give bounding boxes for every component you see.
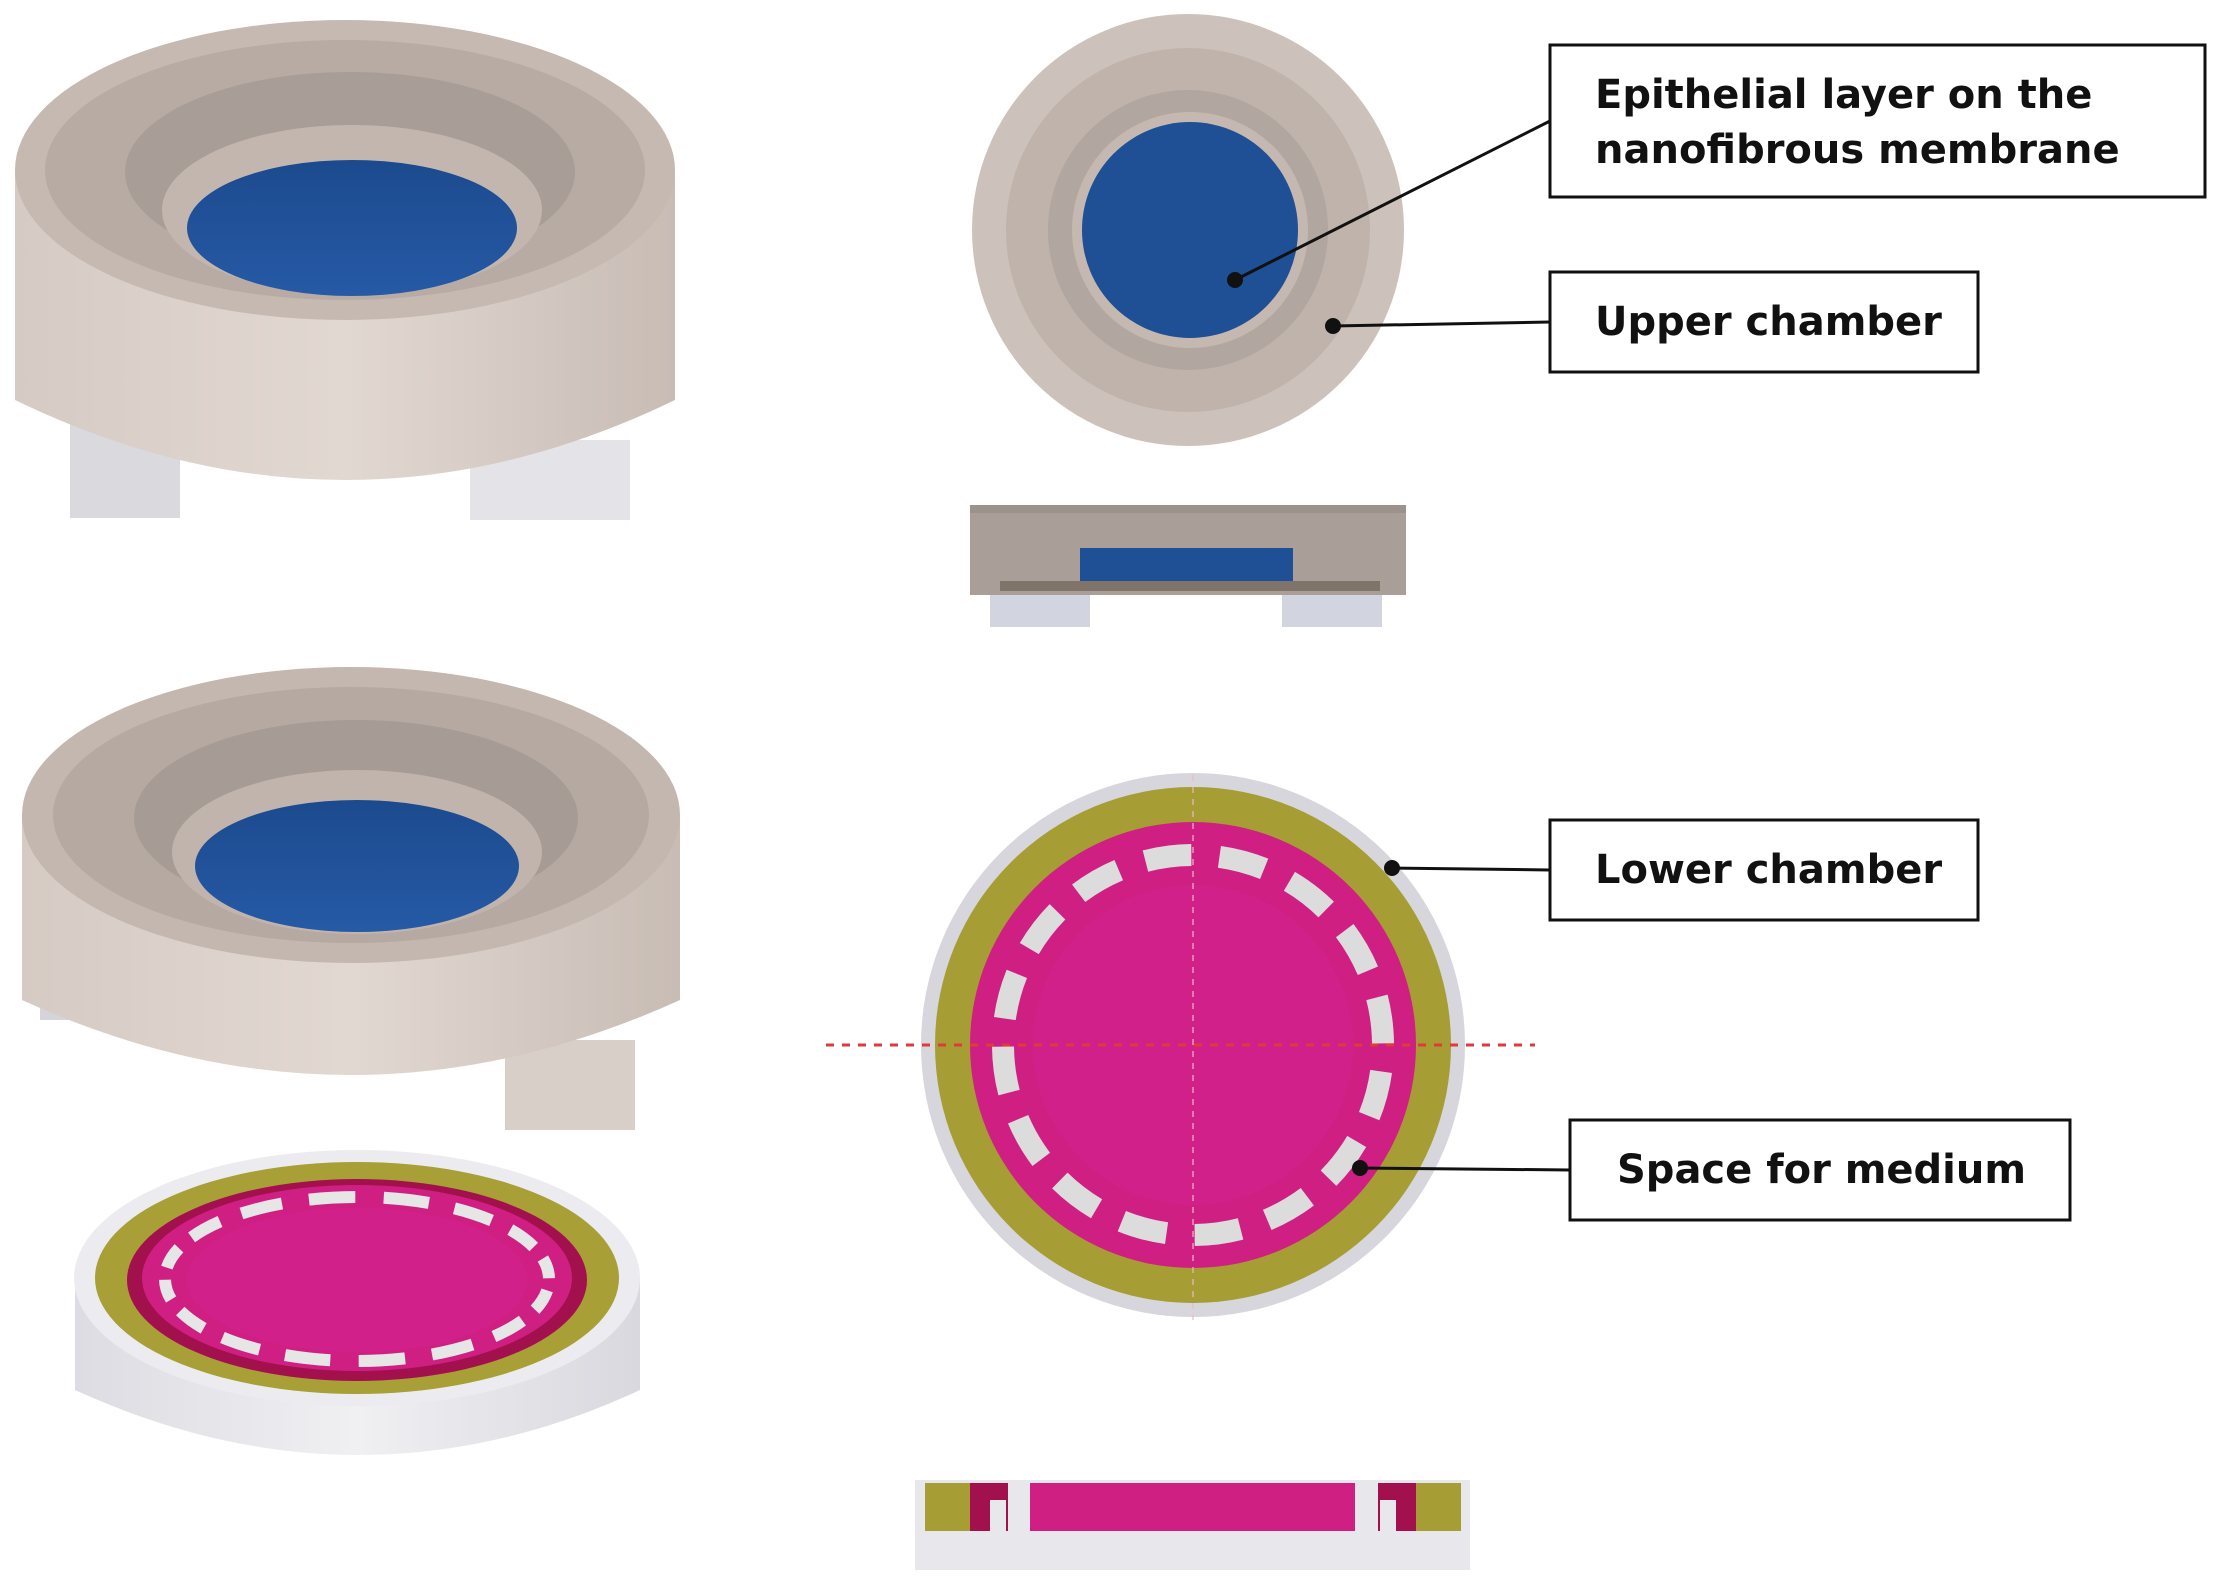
upper-section-membrane	[1080, 548, 1293, 581]
medium-slot	[1007, 1114, 1051, 1166]
medium-slot	[383, 1191, 430, 1209]
leader-line	[1359, 1166, 1571, 1172]
medium-slot	[1142, 844, 1192, 872]
label-box	[1548, 270, 1980, 374]
lower-top-view-slots	[992, 844, 1394, 1246]
medium-slot	[220, 1331, 262, 1356]
label-text-line2: nanofibrous membrane	[1595, 127, 2120, 173]
lower-chamber-cross-section	[915, 1480, 1470, 1570]
label-epithelial-layer: Epithelial layer on the nanofibrous memb…	[1227, 43, 2207, 288]
upper-top-view-membrane	[1082, 122, 1298, 338]
lower-section-olive-right	[1416, 1483, 1461, 1531]
label-lower-chamber: Lower chamber	[1384, 818, 1980, 922]
upper-section-top-shade	[970, 505, 1406, 513]
lower-chamber-top-view	[826, 773, 1535, 1320]
label-box	[1568, 1118, 2072, 1222]
upper-chamber-membrane	[187, 160, 517, 296]
label-text-line1: Epithelial layer on the	[1595, 72, 2092, 118]
leader-dot	[1384, 860, 1400, 876]
medium-slot	[1019, 904, 1066, 955]
upper-section-foot-right	[1282, 595, 1382, 627]
label-text: Upper chamber	[1595, 299, 1942, 345]
medium-slot	[1117, 1210, 1169, 1245]
medium-slot	[1283, 871, 1334, 918]
medium-slot	[161, 1244, 184, 1270]
upper-section-layer	[1000, 581, 1380, 591]
medium-slot	[530, 1288, 553, 1314]
medium-slot	[1320, 1135, 1367, 1186]
medium-slot	[993, 969, 1028, 1021]
label-box	[1548, 43, 2207, 199]
label-upper-chamber: Upper chamber	[1325, 270, 1980, 374]
exploded-upper-membrane	[195, 800, 519, 932]
leader-line	[1391, 866, 1551, 872]
medium-slot	[537, 1255, 555, 1279]
medium-slot	[1052, 1172, 1103, 1219]
medium-slot	[284, 1349, 331, 1367]
medium-slot	[491, 1315, 526, 1342]
medium-slot	[1072, 859, 1124, 903]
label-text: Lower chamber	[1595, 847, 1942, 893]
exploded-upper-foot-right	[505, 1040, 635, 1130]
medium-slot	[1217, 845, 1269, 880]
upper-chamber-top-view	[972, 14, 1404, 446]
lower-section-slot-left	[990, 1500, 1006, 1531]
leader-line	[1332, 320, 1551, 328]
medium-slot	[358, 1352, 406, 1367]
medium-slot	[239, 1197, 284, 1220]
label-text: Space for medium	[1617, 1147, 2026, 1193]
upper-chamber-cross-section	[970, 505, 1406, 627]
label-space-for-medium: Space for medium	[1352, 1118, 2072, 1222]
lower-chamber-3d-view	[74, 1150, 640, 1455]
leader-dot	[1227, 272, 1243, 288]
medium-slot	[188, 1216, 223, 1243]
medium-slot	[159, 1279, 177, 1303]
lower-section-olive-left	[925, 1483, 970, 1531]
medium-slot	[176, 1306, 207, 1334]
leader-dot	[1352, 1160, 1368, 1176]
medium-slot	[1358, 1069, 1393, 1121]
medium-slot	[1194, 1218, 1244, 1246]
lower-chamber-3d-slots	[159, 1191, 555, 1367]
medium-slot	[992, 1046, 1020, 1096]
leader-dot	[1325, 318, 1341, 334]
upper-section-foot-left	[990, 595, 1090, 627]
medium-slot	[430, 1338, 475, 1361]
exploded-upper-chamber	[22, 667, 680, 1130]
lower-section-medium	[1030, 1483, 1355, 1531]
medium-slot	[308, 1191, 356, 1206]
medium-slot	[507, 1224, 538, 1252]
upper-chamber-3d-view	[15, 20, 675, 520]
lower-chamber-3d-center	[187, 1208, 527, 1352]
lower-section-slot-right	[1380, 1500, 1396, 1531]
medium-slot	[1366, 994, 1394, 1044]
medium-slot	[1335, 924, 1379, 976]
leader-line	[1234, 119, 1551, 282]
medium-slot	[452, 1202, 494, 1227]
label-box	[1548, 818, 1980, 922]
medium-slot	[1262, 1187, 1314, 1231]
